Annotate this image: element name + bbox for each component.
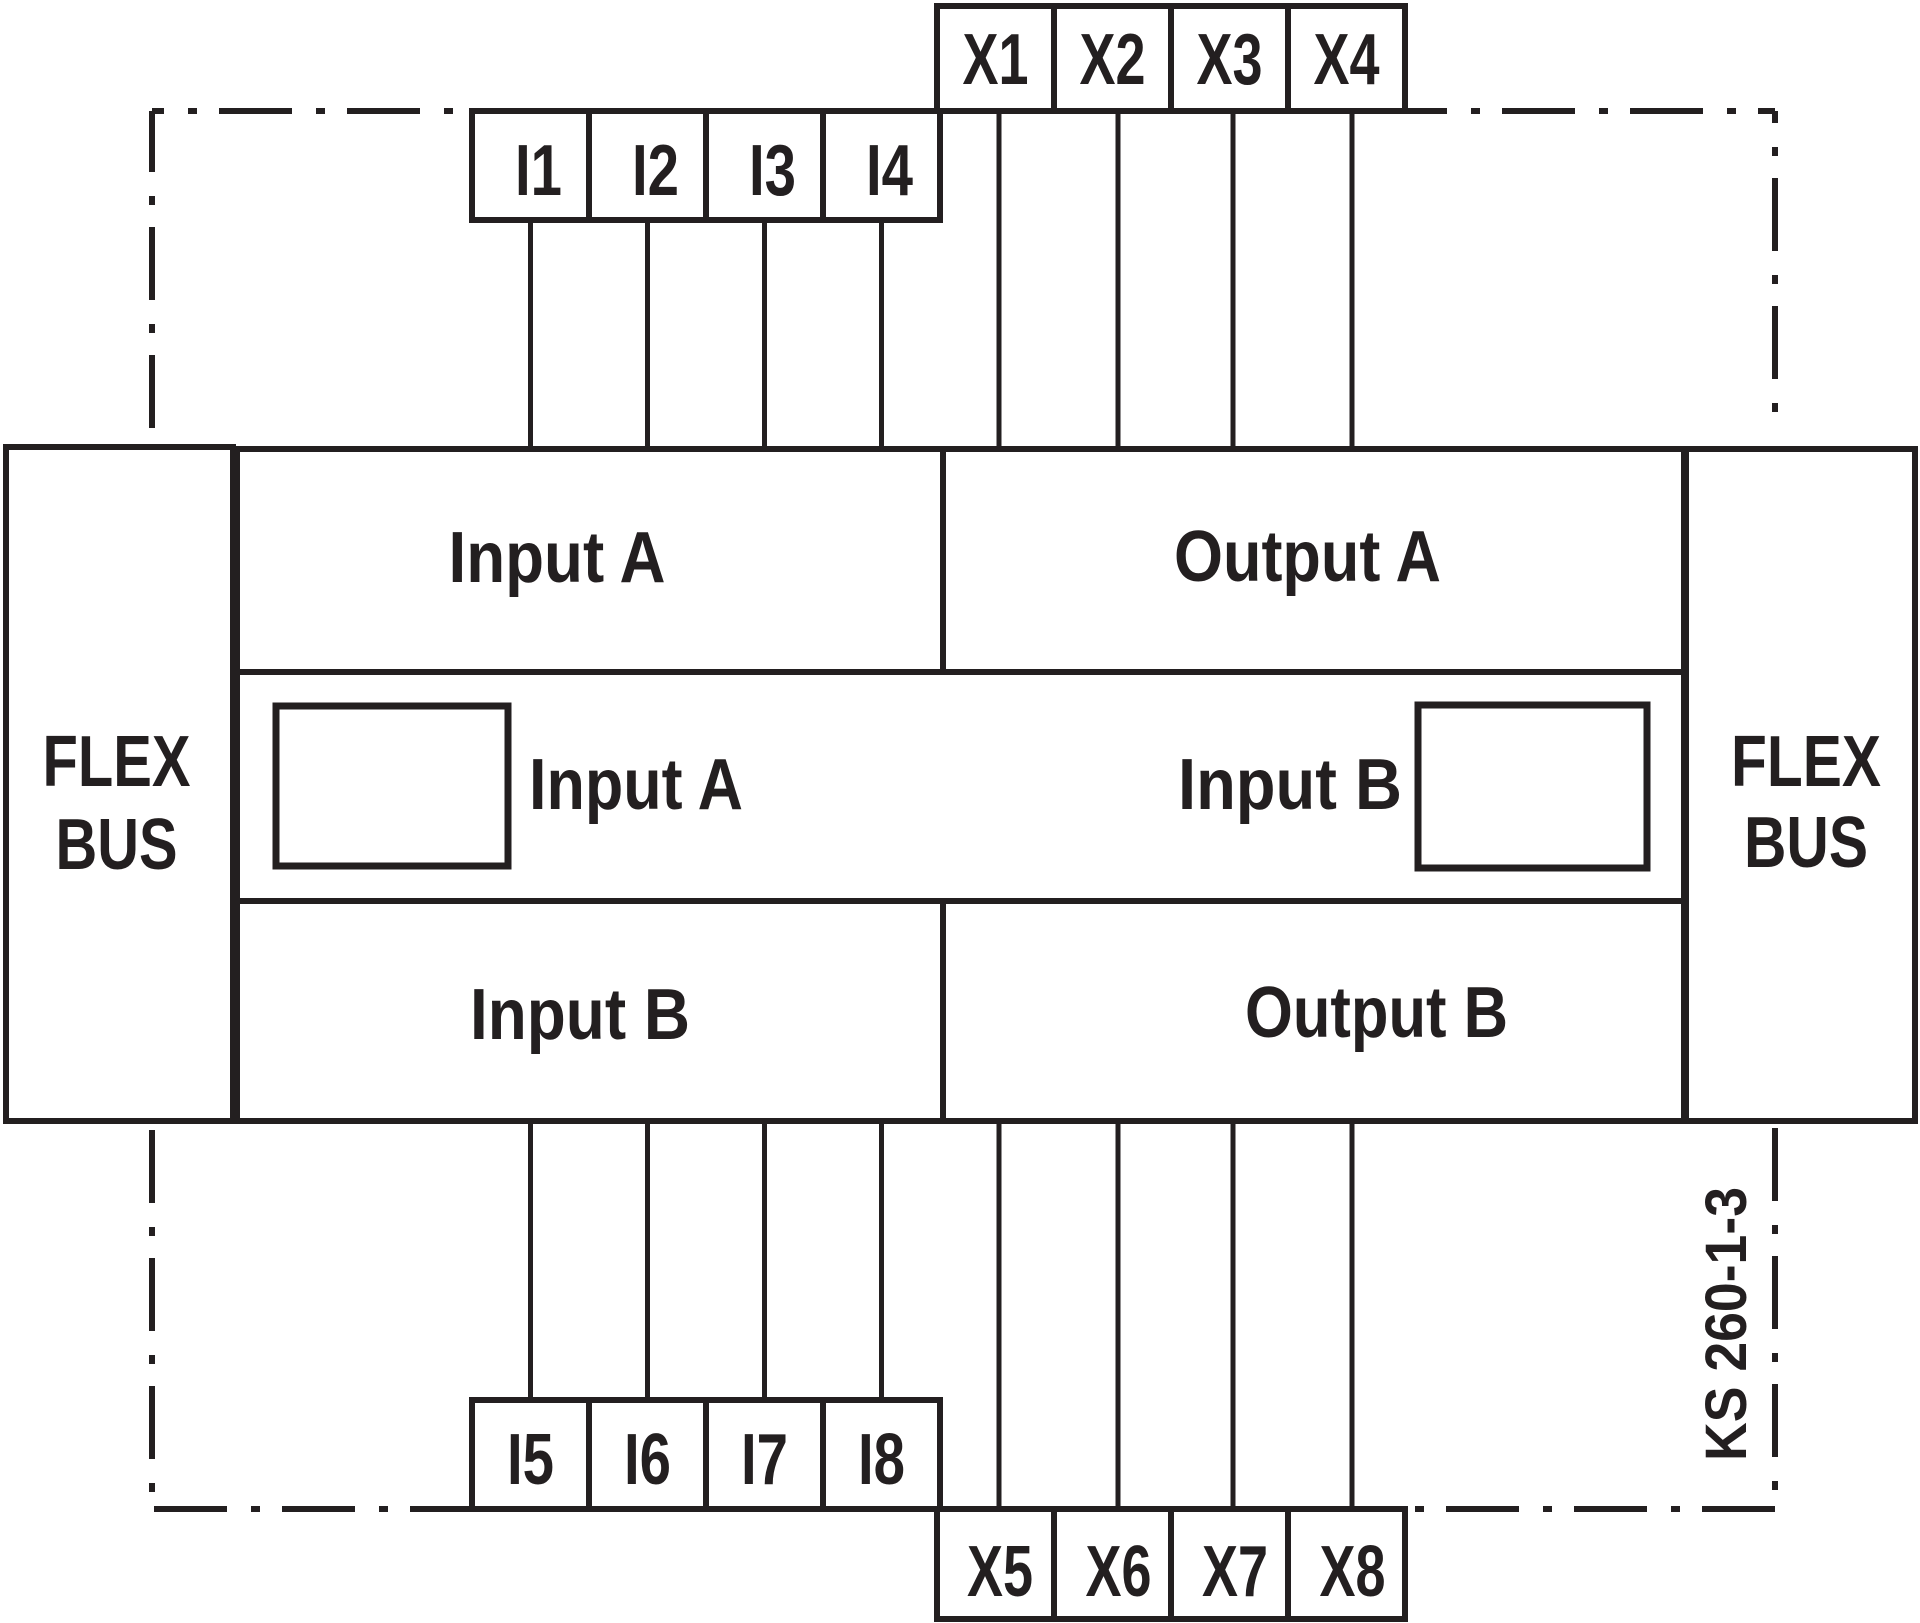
svg-text:I8: I8	[858, 1420, 905, 1500]
svg-text:I4: I4	[866, 131, 913, 211]
svg-text:KS 260-1-3: KS 260-1-3	[1694, 1187, 1759, 1461]
svg-text:X1: X1	[963, 20, 1029, 100]
svg-text:Input B: Input B	[1178, 745, 1402, 825]
svg-text:X3: X3	[1197, 20, 1263, 100]
svg-text:FLEX: FLEX	[43, 722, 191, 802]
svg-text:X8: X8	[1320, 1532, 1386, 1612]
svg-text:I5: I5	[507, 1420, 554, 1500]
svg-text:Output B: Output B	[1245, 973, 1508, 1053]
svg-text:I3: I3	[749, 131, 796, 211]
svg-text:I7: I7	[741, 1420, 788, 1500]
svg-text:I6: I6	[624, 1420, 671, 1500]
svg-text:X4: X4	[1314, 20, 1380, 100]
svg-text:Input A: Input A	[529, 745, 743, 825]
svg-text:Input B: Input B	[470, 975, 690, 1055]
svg-text:X2: X2	[1080, 20, 1146, 100]
svg-text:X6: X6	[1086, 1532, 1152, 1612]
svg-text:X7: X7	[1202, 1532, 1268, 1612]
svg-text:Input A: Input A	[449, 518, 666, 598]
svg-text:BUS: BUS	[56, 805, 178, 885]
svg-text:X5: X5	[967, 1532, 1033, 1612]
svg-text:I2: I2	[632, 131, 679, 211]
svg-text:BUS: BUS	[1744, 803, 1868, 883]
svg-text:FLEX: FLEX	[1731, 722, 1881, 802]
svg-text:Output A: Output A	[1174, 517, 1441, 597]
svg-text:I1: I1	[515, 131, 562, 211]
